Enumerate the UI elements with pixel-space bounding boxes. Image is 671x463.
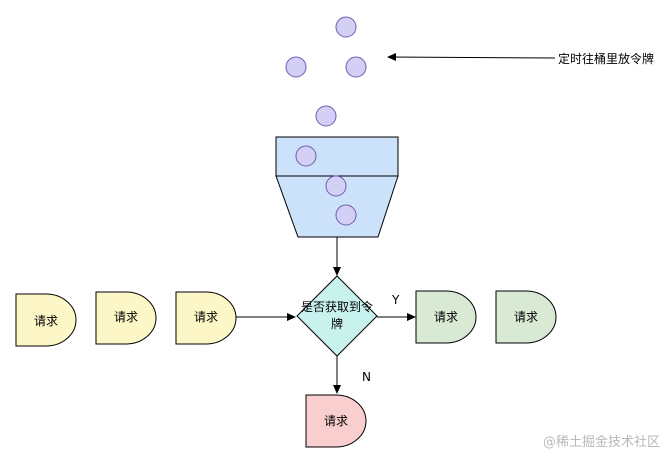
request-shape [495, 290, 557, 344]
watermark: @稀土掘金技术社区 [543, 434, 660, 450]
yes-label: Y [391, 293, 400, 307]
decision-diamond [296, 275, 378, 357]
token [345, 56, 367, 78]
token [295, 145, 317, 167]
request-shape [15, 293, 77, 347]
request-label: 请求 [434, 310, 458, 324]
falling-tokens [285, 16, 367, 127]
request-shape [175, 291, 237, 345]
granted-requests: 请求 请求 [415, 290, 557, 344]
token [315, 105, 337, 127]
token [325, 175, 347, 197]
request-shape [415, 290, 477, 344]
bucket-body [275, 175, 399, 238]
request-shape [305, 394, 367, 448]
token-bucket [275, 136, 399, 238]
no-label: N [362, 370, 371, 384]
request-label: 请求 [194, 310, 218, 324]
token [285, 56, 307, 78]
annotation-text: 定时往桶里放令牌 [558, 51, 654, 66]
rejected-request: 请求 [305, 394, 367, 448]
token [335, 16, 357, 38]
request-shape [95, 291, 157, 345]
token [335, 204, 357, 226]
decision-label-line2: 牌 [331, 317, 343, 331]
decision-node: 是否获取到令 牌 [296, 275, 378, 357]
request-label: 请求 [34, 314, 58, 328]
request-label: 请求 [114, 310, 138, 324]
decision-label-line1: 是否获取到令 [301, 299, 373, 314]
annotation-arrow [387, 53, 556, 62]
request-label: 请求 [514, 310, 538, 324]
waiting-requests: 请求 请求 请求 [15, 291, 237, 347]
request-label: 请求 [324, 414, 348, 428]
bucket-rim [275, 136, 399, 177]
